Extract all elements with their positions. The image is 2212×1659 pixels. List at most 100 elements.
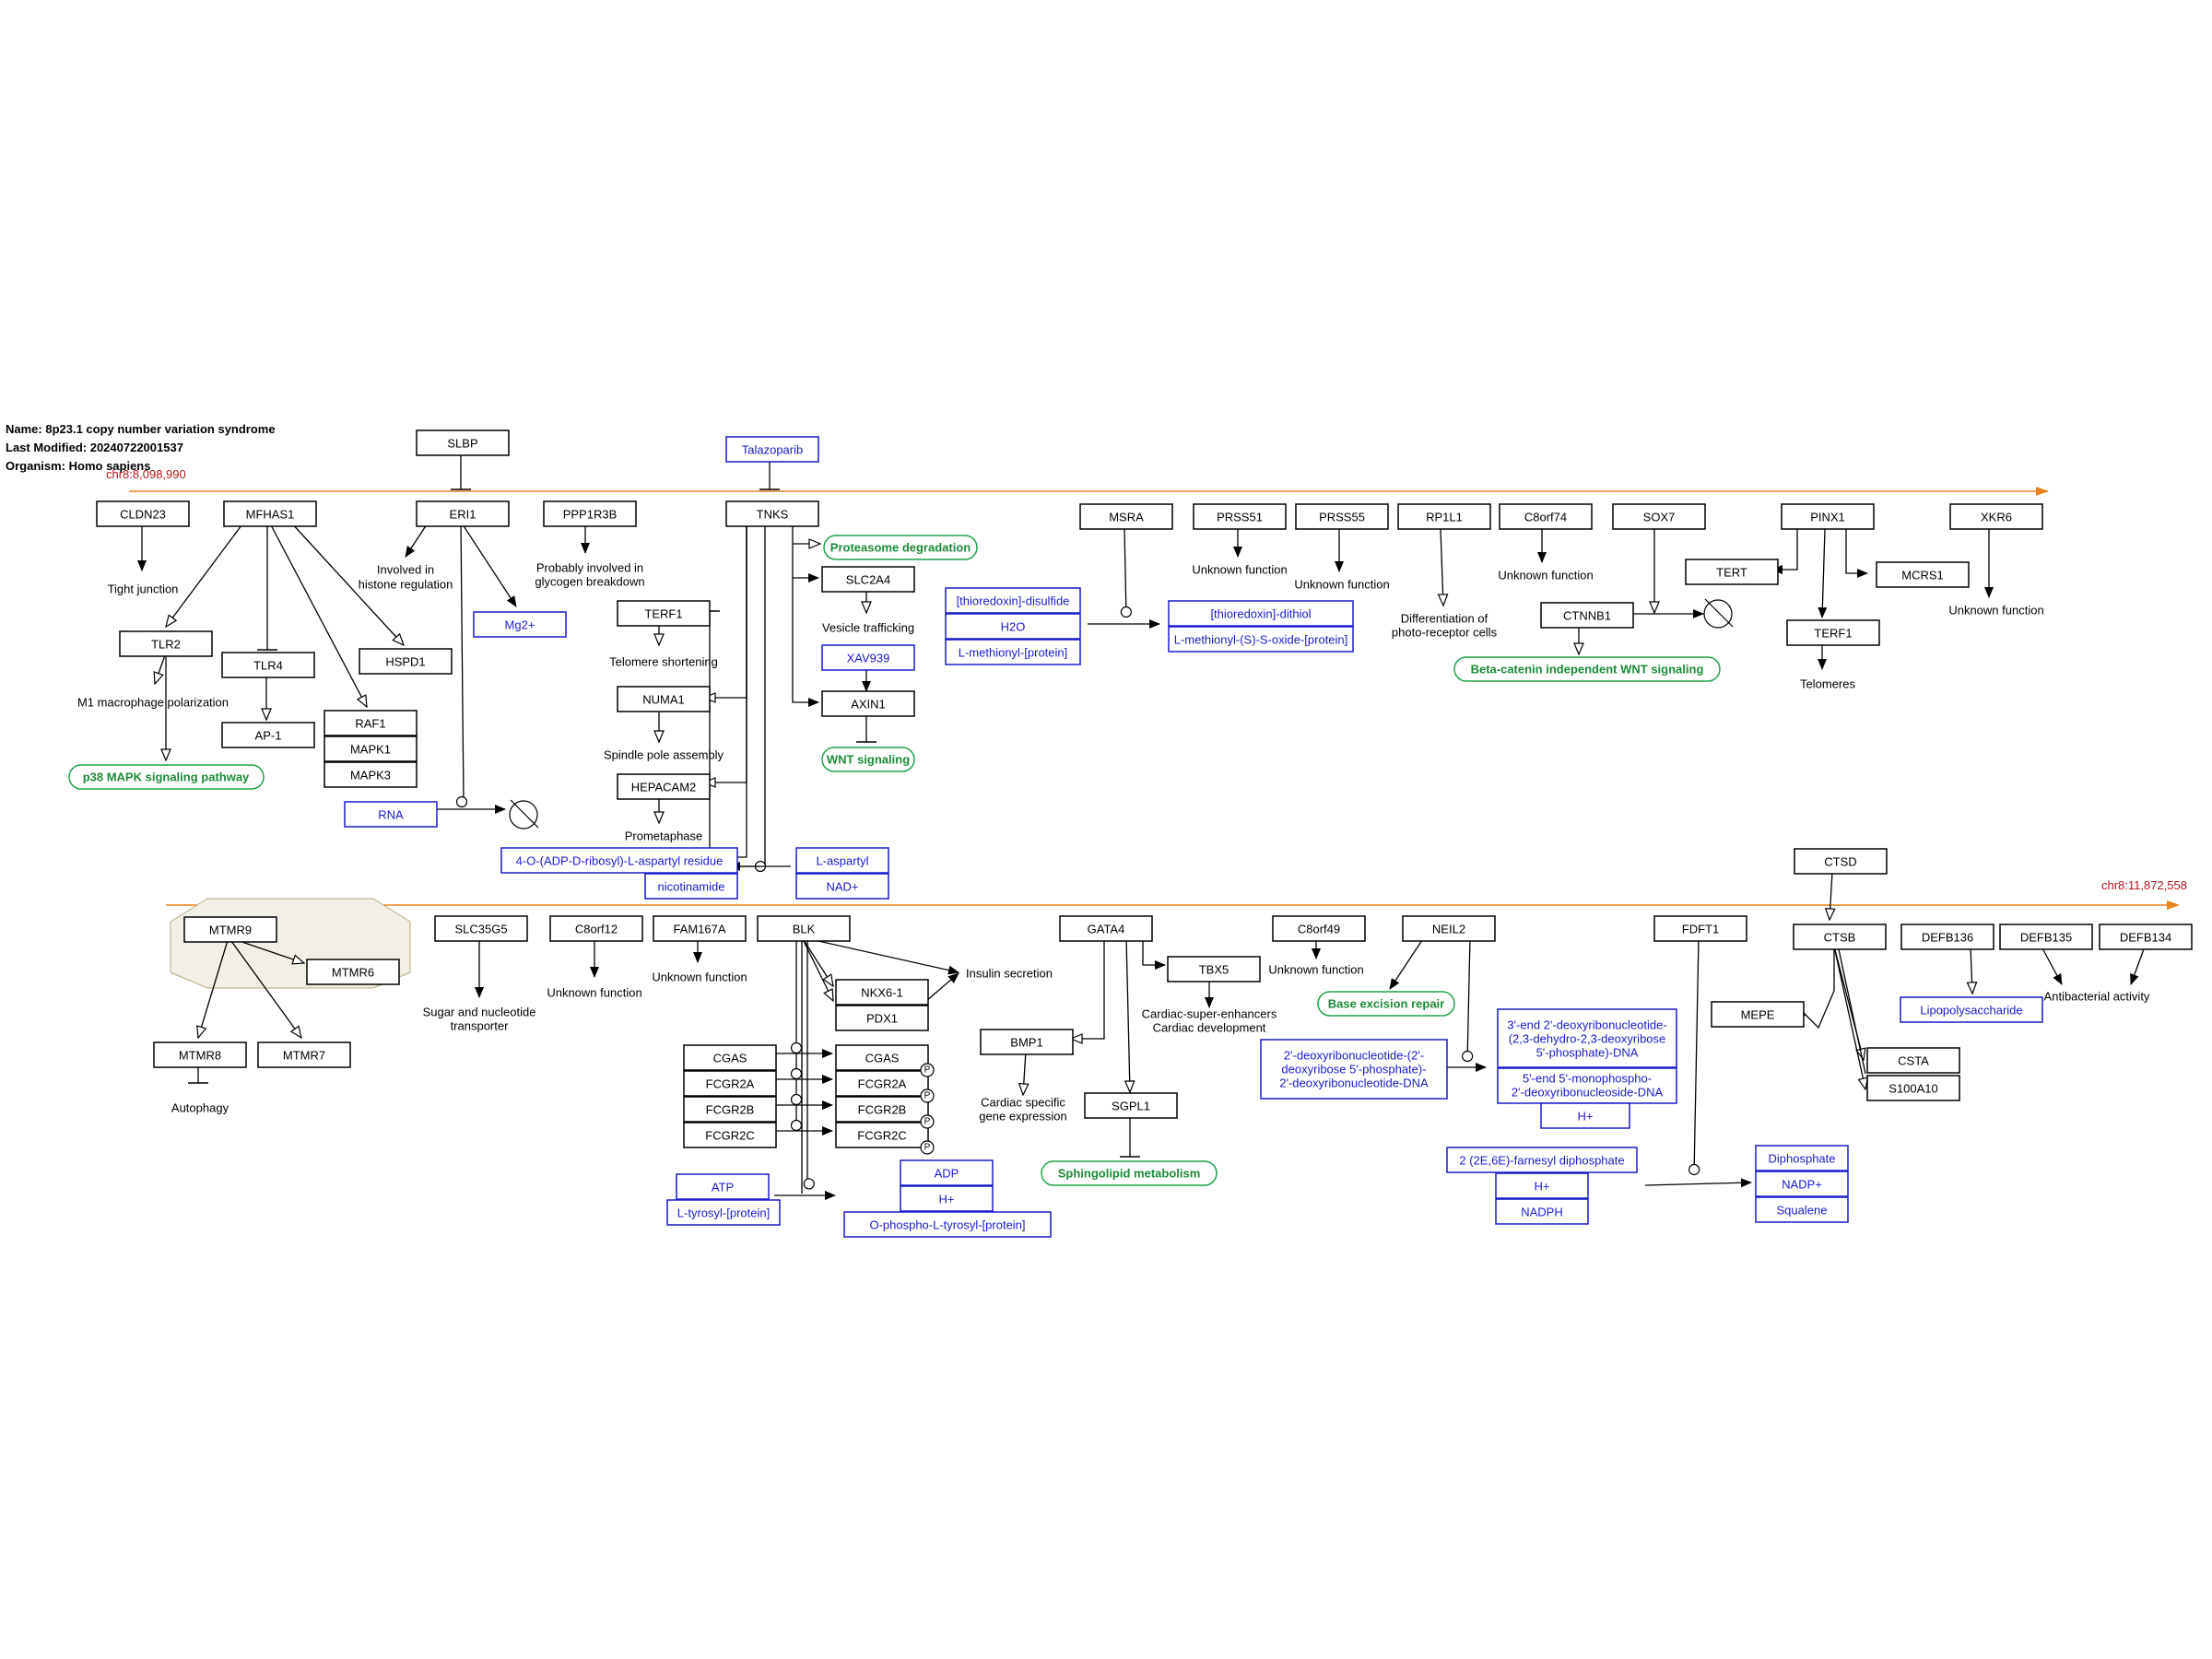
gene-defb134[interactable]: DEFB134 xyxy=(2099,924,2193,950)
gene-ctsd[interactable]: CTSD xyxy=(1794,848,1888,875)
gene-sgpl1[interactable]: SGPL1 xyxy=(1084,1092,1178,1119)
gene-mapk1[interactable]: MAPK1 xyxy=(324,735,418,762)
gene-prss55[interactable]: PRSS55 xyxy=(1295,503,1389,530)
pathway-beta-catenin-wnt[interactable]: Beta-catenin independent WNT signaling xyxy=(1453,656,1721,682)
gene-eri1[interactable]: ERI1 xyxy=(416,500,510,527)
metabolite-nad[interactable]: NAD+ xyxy=(795,873,889,900)
gene-raf1[interactable]: RAF1 xyxy=(324,710,418,736)
gene-mapk3[interactable]: MAPK3 xyxy=(324,761,418,788)
metabolite-hplus-blk[interactable]: H+ xyxy=(900,1185,994,1212)
gene-cldn23[interactable]: CLDN23 xyxy=(96,500,190,527)
metabolite-diphosphate[interactable]: Diphosphate xyxy=(1755,1145,1849,1171)
gene-nkx6-1[interactable]: NKX6-1 xyxy=(835,979,929,1006)
gene-tlr4[interactable]: TLR4 xyxy=(221,652,315,678)
metabolite-adp-ribosyl-aspartyl[interactable]: 4-O-(ADP-D-ribosyl)-L-aspartyl residue xyxy=(500,847,738,874)
pathway-wnt-signaling[interactable]: WNT signaling xyxy=(821,747,915,772)
metabolite-lipopolysaccharide[interactable]: Lipopolysaccharide xyxy=(1900,996,2043,1023)
metabolite-talazoparib[interactable]: Talazoparib xyxy=(725,436,819,463)
gene-pinx1[interactable]: PINX1 xyxy=(1781,503,1875,530)
gene-csta[interactable]: CSTA xyxy=(1866,1047,1960,1074)
gene-tert[interactable]: TERT xyxy=(1685,559,1779,585)
gene-fcgr2b-right[interactable]: FCGR2B xyxy=(835,1096,929,1123)
gene-mtmr9[interactable]: MTMR9 xyxy=(183,916,277,943)
metabolite-atp[interactable]: ATP xyxy=(676,1173,770,1200)
gene-hepacam2[interactable]: HEPACAM2 xyxy=(617,773,711,800)
metabolite-farnesyl-diphosphate[interactable]: 2 (2E,6E)-farnesyl diphosphate xyxy=(1446,1147,1638,1173)
gene-mtmr6[interactable]: MTMR6 xyxy=(306,959,400,985)
gene-slbp[interactable]: SLBP xyxy=(416,429,510,456)
metabolite-3-end-dna[interactable]: 3'-end 2'-deoxyribonucleotide- (2,3-dehy… xyxy=(1497,1008,1677,1068)
gene-fcgr2b-left[interactable]: FCGR2B xyxy=(683,1096,777,1123)
metabolite-thioredoxin-dithiol[interactable]: [thioredoxin]-dithiol xyxy=(1168,600,1354,627)
gene-neil2[interactable]: NEIL2 xyxy=(1402,915,1496,942)
gene-numa1[interactable]: NUMA1 xyxy=(617,686,711,712)
gene-blk[interactable]: BLK xyxy=(757,915,851,942)
gene-mtmr7[interactable]: MTMR7 xyxy=(257,1041,351,1068)
gene-cgas-left[interactable]: CGAS xyxy=(683,1044,777,1071)
gene-fcgr2a-left[interactable]: FCGR2A xyxy=(683,1070,777,1097)
gene-tbx5[interactable]: TBX5 xyxy=(1167,956,1261,982)
gene-fdft1[interactable]: FDFT1 xyxy=(1653,915,1747,942)
gene-rp1l1[interactable]: RP1L1 xyxy=(1397,503,1491,530)
metabolite-mg2[interactable]: Mg2+ xyxy=(473,611,567,638)
gene-slc35g5[interactable]: SLC35G5 xyxy=(434,915,528,942)
gene-xkr6[interactable]: XKR6 xyxy=(1949,503,2043,530)
gene-defb136[interactable]: DEFB136 xyxy=(1900,924,1994,950)
pathway-p38-mapk[interactable]: p38 MAPK signaling pathway xyxy=(68,764,265,790)
gene-fcgr2c-right[interactable]: FCGR2C xyxy=(835,1122,929,1148)
svg-text:MAPK1: MAPK1 xyxy=(350,743,391,757)
gene-tnks[interactable]: TNKS xyxy=(725,500,819,527)
gene-cgas-right[interactable]: CGAS xyxy=(835,1044,929,1071)
gene-sox7[interactable]: SOX7 xyxy=(1612,503,1706,530)
gene-ctnnb1[interactable]: CTNNB1 xyxy=(1540,602,1634,629)
metabolite-methionyl-oxide[interactable]: L-methionyl-(S)-S-oxide-[protein] xyxy=(1168,626,1354,653)
gene-tlr2[interactable]: TLR2 xyxy=(119,630,213,657)
metabolite-deoxyribonucleotide-dna[interactable]: 2'-deoxyribonucleotide-(2'- deoxyribose … xyxy=(1260,1039,1448,1100)
gene-bmp1[interactable]: BMP1 xyxy=(980,1029,1074,1055)
metabolite-l-aspartyl[interactable]: L-aspartyl xyxy=(795,847,889,874)
metabolite-nadp[interactable]: NADP+ xyxy=(1755,1171,1849,1197)
metabolite-l-tyrosyl[interactable]: L-tyrosyl-[protein] xyxy=(666,1199,781,1226)
gene-fcgr2a-right[interactable]: FCGR2A xyxy=(835,1070,929,1097)
pathway-sphingolipid-metabolism[interactable]: Sphingolipid metabolism xyxy=(1041,1160,1218,1186)
gene-mepe[interactable]: MEPE xyxy=(1711,1001,1805,1028)
gene-mfhas1[interactable]: MFHAS1 xyxy=(223,500,317,527)
gene-pdx1[interactable]: PDX1 xyxy=(835,1005,929,1031)
gene-fam167a[interactable]: FAM167A xyxy=(653,915,747,942)
gene-msra[interactable]: MSRA xyxy=(1079,503,1173,530)
gene-c8orf12[interactable]: C8orf12 xyxy=(549,915,643,942)
gene-hspd1[interactable]: HSPD1 xyxy=(359,648,453,675)
metabolite-5-end-dna[interactable]: 5'-end 5'-monophospho- 2'-deoxyribonucle… xyxy=(1497,1067,1677,1104)
gene-mcrs1[interactable]: MCRS1 xyxy=(1876,561,1970,588)
metabolite-hplus-neil2[interactable]: H+ xyxy=(1540,1102,1630,1129)
metabolite-o-phospho-tyrosyl[interactable]: O-phospho-L-tyrosyl-[protein] xyxy=(843,1211,1052,1238)
gene-s100a10[interactable]: S100A10 xyxy=(1866,1075,1960,1101)
gene-terf1-pinx1[interactable]: TERF1 xyxy=(1786,619,1880,646)
gene-slc2a4[interactable]: SLC2A4 xyxy=(821,566,915,593)
metabolite-hplus-fdft1[interactable]: H+ xyxy=(1495,1172,1589,1199)
metabolite-xav939[interactable]: XAV939 xyxy=(821,644,915,671)
metabolite-nadph[interactable]: NADPH xyxy=(1495,1198,1589,1225)
gene-c8orf74[interactable]: C8orf74 xyxy=(1499,503,1593,530)
metabolite-thioredoxin-disulfide[interactable]: [thioredoxin]-disulfide xyxy=(945,587,1081,614)
svg-text:FCGR2B: FCGR2B xyxy=(858,1103,907,1117)
gene-prss51[interactable]: PRSS51 xyxy=(1193,503,1287,530)
gene-ap1[interactable]: AP-1 xyxy=(221,722,315,748)
gene-defb135[interactable]: DEFB135 xyxy=(1999,924,2093,950)
gene-ppp1r3b[interactable]: PPP1R3B xyxy=(543,500,637,527)
gene-axin1[interactable]: AXIN1 xyxy=(821,690,915,717)
gene-ctsb[interactable]: CTSB xyxy=(1793,924,1887,950)
metabolite-squalene[interactable]: Squalene xyxy=(1755,1196,1849,1223)
gene-fcgr2c-left[interactable]: FCGR2C xyxy=(683,1122,777,1148)
metabolite-adp[interactable]: ADP xyxy=(900,1159,994,1186)
gene-gata4[interactable]: GATA4 xyxy=(1059,915,1153,942)
metabolite-l-methionyl[interactable]: L-methionyl-[protein] xyxy=(945,639,1081,665)
gene-mtmr8[interactable]: MTMR8 xyxy=(153,1041,247,1068)
metabolite-h2o[interactable]: H2O xyxy=(945,613,1081,640)
gene-terf1-tnks[interactable]: TERF1 xyxy=(617,600,711,627)
metabolite-rna[interactable]: RNA xyxy=(344,801,438,828)
metabolite-nicotinamide[interactable]: nicotinamide xyxy=(644,873,738,900)
pathway-proteasome-degradation[interactable]: Proteasome degradation xyxy=(823,535,978,560)
pathway-base-excision-repair[interactable]: Base excision repair xyxy=(1317,991,1455,1017)
gene-c8orf49[interactable]: C8orf49 xyxy=(1272,915,1366,942)
